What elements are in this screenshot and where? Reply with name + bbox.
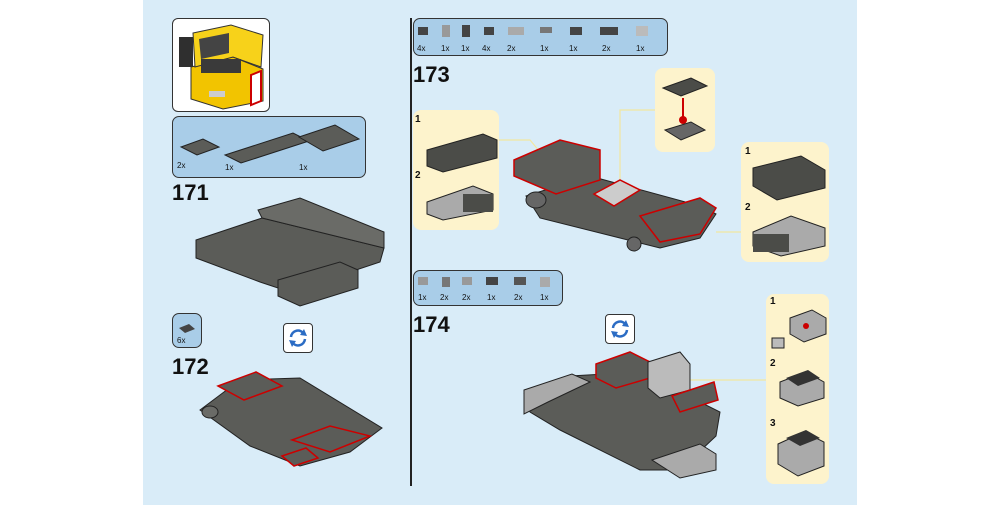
part-count: 1x bbox=[540, 44, 549, 53]
substep-label: 2 bbox=[770, 358, 776, 369]
part-count: 2x bbox=[602, 44, 611, 53]
model-thumbnail bbox=[172, 18, 270, 112]
substep-label: 1 bbox=[415, 114, 421, 125]
part-count: 2x bbox=[177, 161, 186, 170]
subassembly-173-left: 1 2 bbox=[413, 110, 499, 230]
subassembly-173-right: 1 2 bbox=[741, 142, 829, 262]
parts-box-174: 1x 2x 2x 1x 2x 1x bbox=[413, 270, 563, 306]
substep-label: 2 bbox=[745, 202, 751, 213]
part-count: 1x bbox=[540, 293, 549, 302]
part-count: 2x bbox=[514, 293, 523, 302]
subassembly-174: 1 2 3 bbox=[766, 294, 829, 484]
part-count: 1x bbox=[461, 44, 470, 53]
part-count: 1x bbox=[441, 44, 450, 53]
parts-box-173: 4x 1x 1x 4x 2x 1x 1x 2x 1x bbox=[413, 18, 668, 56]
part-count: 2x bbox=[440, 293, 449, 302]
part-count: 2x bbox=[462, 293, 471, 302]
step-number-171: 171 bbox=[172, 180, 209, 205]
substep-label: 1 bbox=[770, 296, 776, 307]
step-number-173: 173 bbox=[413, 62, 450, 87]
part-count: 1x bbox=[569, 44, 578, 53]
substep-label: 2 bbox=[415, 170, 421, 181]
parts-box-171: 2x 1x 1x bbox=[172, 116, 366, 178]
subassembly-173-top bbox=[655, 68, 715, 152]
rotate-icon bbox=[605, 314, 635, 344]
part-count: 4x bbox=[482, 44, 491, 53]
part-count: 6x bbox=[177, 336, 186, 345]
part-count: 1x bbox=[487, 293, 496, 302]
rotate-icon bbox=[283, 323, 313, 353]
step-number-174: 174 bbox=[413, 312, 450, 337]
part-count: 2x bbox=[507, 44, 516, 53]
part-count: 1x bbox=[299, 163, 308, 172]
part-count: 1x bbox=[636, 44, 645, 53]
column-divider bbox=[410, 18, 412, 486]
part-count: 1x bbox=[225, 163, 234, 172]
part-count: 4x bbox=[417, 44, 426, 53]
step-number-172: 172 bbox=[172, 354, 209, 379]
part-count: 1x bbox=[418, 293, 427, 302]
substep-label: 1 bbox=[745, 146, 751, 157]
substep-label: 3 bbox=[770, 418, 776, 429]
parts-box-172: 6x bbox=[172, 313, 202, 348]
